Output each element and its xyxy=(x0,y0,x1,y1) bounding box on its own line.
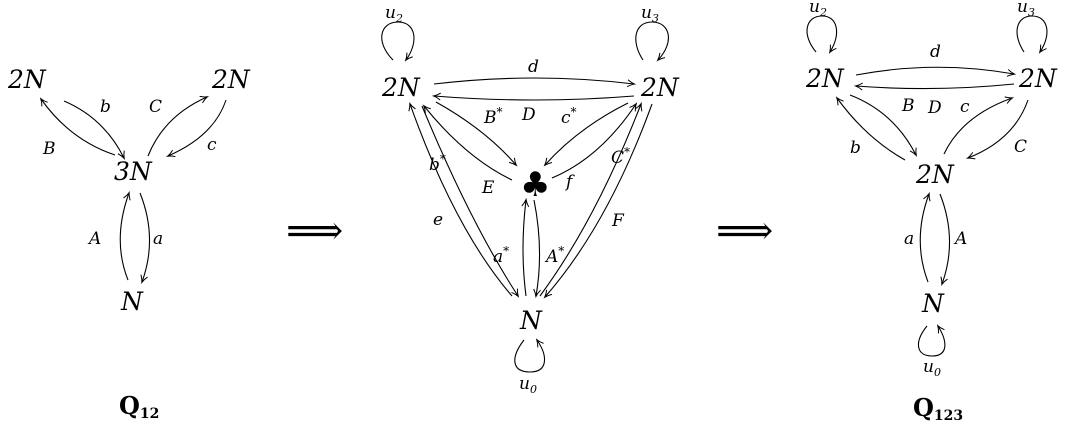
mid-label-cstar: c* xyxy=(561,105,577,128)
q123-node-center: 2N xyxy=(915,160,955,189)
mid-label-Cstar: C* xyxy=(611,145,630,168)
q12-edge-C xyxy=(147,97,207,157)
quiver-q123: 2N 2N 2N N u2 u3 u0 d B D c b C a A Q123 xyxy=(805,0,1058,424)
q123-loop-u0 xyxy=(918,326,946,357)
q123-node-left: 2N xyxy=(805,64,845,93)
q12-label-c: c xyxy=(207,135,217,155)
mid-edge-d xyxy=(433,77,634,84)
q12-edge-a xyxy=(139,192,151,282)
q123-loop-u3 xyxy=(1016,15,1048,52)
mid-edge-Cstar xyxy=(539,104,641,297)
q123-edge-A xyxy=(939,193,951,284)
mid-loop-u3 xyxy=(635,21,669,60)
implies-arrow-1: ⟹ xyxy=(286,208,343,254)
q12-edge-A xyxy=(119,193,129,281)
q123-label-u0: u0 xyxy=(923,357,941,379)
q12-node-center: 3N xyxy=(114,157,153,186)
q12-node-left: 2N xyxy=(7,65,47,94)
q123-label-C: C xyxy=(1014,137,1027,157)
mid-edge-F xyxy=(545,103,653,297)
mid-label-astar: a* xyxy=(493,244,509,267)
q12-edge-B xyxy=(41,99,116,156)
mid-label-Astar: A* xyxy=(544,244,564,267)
q123-edge-b xyxy=(837,98,906,161)
q123-label-u2: u2 xyxy=(809,0,827,19)
q123-title: Q123 xyxy=(913,393,963,423)
q123-edge-a xyxy=(919,194,929,283)
mid-label-D: D xyxy=(521,105,536,125)
mid-label-bstar: b* xyxy=(429,152,446,175)
q123-edge-B xyxy=(856,84,1015,89)
q123-label-a: a xyxy=(904,229,914,249)
mid-label-F: F xyxy=(611,211,625,231)
mid-node-bottom: N xyxy=(519,306,543,335)
mid-edge-bstar xyxy=(410,104,513,297)
q123-node-bottom: N xyxy=(921,289,945,318)
implies-arrow-2: ⟹ xyxy=(716,208,773,254)
mid-edge-f xyxy=(551,104,636,179)
q12-label-b: b xyxy=(100,97,111,117)
q12-node-right: 2N xyxy=(211,65,251,94)
q123-edge-C xyxy=(968,99,1029,158)
quiver-mutated: 2N 2N ♣ N u2 u3 u0 d D B* c* b* xyxy=(381,3,680,396)
mid-edge-Bstar xyxy=(435,101,516,165)
q12-label-A: A xyxy=(87,229,101,249)
mid-label-d: d xyxy=(528,57,539,77)
q123-label-A: A xyxy=(953,229,967,249)
quiver-q12: 2N 2N 3N N b C B c A a Q12 xyxy=(7,65,251,422)
mid-node-right: 2N xyxy=(640,73,680,102)
mid-label-E: E xyxy=(481,178,495,198)
mid-edge-e xyxy=(421,105,518,296)
q12-title: Q12 xyxy=(119,391,159,422)
q12-label-a: a xyxy=(153,229,163,249)
q123-edge-D xyxy=(849,94,916,155)
mid-label-e: e xyxy=(433,210,443,230)
q12-label-C: C xyxy=(149,97,162,117)
mid-label-Bstar: B* xyxy=(483,105,503,128)
mid-loop-u0 xyxy=(514,340,545,373)
q12-node-bottom: N xyxy=(120,287,144,316)
q123-label-b: b xyxy=(850,138,861,158)
q12-edge-c xyxy=(168,99,227,156)
mid-label-u0: u0 xyxy=(519,374,537,396)
q123-edge-d xyxy=(855,66,1014,75)
mid-node-left: 2N xyxy=(381,73,421,102)
mid-edge-D xyxy=(434,96,635,101)
mid-edge-cstar xyxy=(545,102,629,165)
q123-edge-c xyxy=(943,98,1012,155)
mid-label-f: f xyxy=(564,172,575,192)
q123-label-B: B xyxy=(901,96,915,116)
mid-node-club: ♣ xyxy=(520,165,550,205)
q123-label-u3: u3 xyxy=(1017,0,1035,19)
q123-label-c: c xyxy=(960,97,970,117)
mid-edge-Astar xyxy=(534,199,540,296)
q123-node-right: 2N xyxy=(1018,64,1058,93)
q123-label-D: D xyxy=(927,98,942,118)
mid-loop-u2 xyxy=(381,21,415,60)
q12-edge-b xyxy=(63,100,124,158)
mid-edge-astar xyxy=(523,200,526,297)
mid-label-u2: u2 xyxy=(385,3,403,25)
q123-label-d: d xyxy=(930,42,941,62)
q123-loop-u2 xyxy=(806,15,838,52)
mid-label-u3: u3 xyxy=(641,3,659,25)
q12-label-B: B xyxy=(42,139,56,159)
mid-edge-E xyxy=(424,106,513,181)
